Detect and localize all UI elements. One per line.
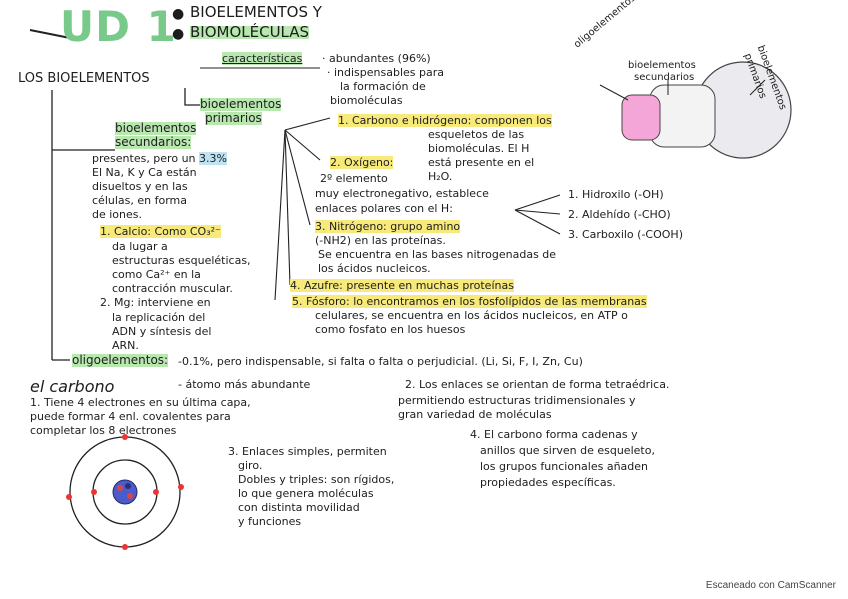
secundarios-label: bioelementos: [115, 121, 197, 135]
carbono-line: Dobles y triples: son rígidos,: [238, 473, 395, 486]
primario-item: esqueletos de las: [428, 128, 525, 141]
primario-item: 4. Azufre: presente en muchas proteínas: [290, 279, 514, 292]
calcio-item: como Ca²⁺ en la: [112, 268, 201, 281]
mg-item: 2. Mg: interviene en: [100, 296, 211, 309]
caracteristicas-line: la formación de: [340, 80, 426, 93]
mg-item: la replicación del: [112, 311, 206, 324]
secundarios-line: células, en forma: [92, 194, 187, 207]
diagram-label-bio: bioelementos: [628, 60, 696, 71]
primario-item: muy electronegativo, establece: [315, 187, 489, 200]
primario-item: celulares, se encuentra en los ácidos nu…: [315, 309, 628, 322]
primario-item: 3. Nitrógeno: grupo amino: [315, 220, 461, 233]
grupo-aldehido: 2. Aldehído (-CHO): [568, 208, 671, 221]
calcio-item: contracción muscular.: [112, 282, 233, 295]
primario-item: como fosfato en los huesos: [315, 323, 466, 336]
primarios-label: bioelementos: [200, 97, 282, 111]
primario-item: los ácidos nucleicos.: [318, 262, 431, 275]
secundarios-line: de iones.: [92, 208, 142, 221]
section-title: LOS BIOELEMENTOS: [18, 71, 150, 86]
carbono-line: completar los 8 electrones: [30, 424, 177, 437]
diagram-label-sec: secundarios: [634, 72, 695, 83]
carbono-line: los grupos funcionales añaden: [480, 460, 649, 473]
caracteristicas-line: · abundantes (96%): [322, 52, 431, 65]
primario-item: está presente en el: [428, 156, 535, 169]
carbono-line: 1. Tiene 4 electrones en su última capa,: [30, 396, 251, 409]
mg-item: ARN.: [112, 339, 139, 352]
primario-item: 5. Fósforo: lo encontramos en los fosfol…: [292, 295, 647, 308]
primario-item: 2. Oxígeno:: [330, 156, 394, 169]
secundarios-line: disueltos y en las: [92, 180, 188, 193]
topic-line-1: BIOELEMENTOS Y: [190, 3, 322, 21]
oligo-label: oligoelementos:: [72, 353, 169, 367]
calcio-item: 1. Calcio: Como CO₃²⁻: [100, 225, 221, 238]
carbono-line: propiedades específicas.: [480, 476, 616, 489]
secundarios-label: secundarios:: [115, 135, 192, 149]
oligo-text: -0.1%, pero indispensable, si falta o fa…: [178, 355, 583, 368]
carbono-line: lo que genera moléculas: [238, 487, 374, 500]
primario-item: (-NH2) en las proteínas.: [315, 234, 446, 247]
secundarios-line: presentes, pero un 3.3%: [92, 152, 227, 165]
bullet-icon: ●: [172, 6, 185, 22]
primario-item: 1. Carbono e hidrógeno: componen los: [338, 114, 552, 127]
primarios-label: primarios: [205, 111, 262, 125]
primario-item: biomoléculas. El H: [428, 142, 530, 155]
carbono-line: y funciones: [238, 515, 302, 528]
calcio-item: da lugar a: [112, 240, 168, 253]
carbono-line: 2. Los enlaces se orientan de forma tetr…: [405, 378, 670, 391]
carbono-line: con distinta movilidad: [238, 501, 360, 514]
grupo-carboxilo: 3. Carboxilo (-COOH): [568, 228, 683, 241]
carbono-title: el carbono: [30, 377, 115, 396]
primario-item: 2º elemento: [320, 172, 388, 185]
carbono-line: 3. Enlaces simples, permiten: [228, 445, 387, 458]
carbono-line: permitiendo estructuras tridimensionales…: [398, 394, 636, 407]
primario-item: Se encuentra en las bases nitrogenadas d…: [318, 248, 557, 261]
carbono-line: giro.: [238, 459, 263, 472]
carbono-line: puede formar 4 enl. covalentes para: [30, 410, 231, 423]
calcio-item: estructuras esqueléticas,: [112, 254, 251, 267]
caracteristicas-label: características: [222, 52, 303, 65]
carbono-line: - átomo más abundante: [178, 378, 311, 391]
caracteristicas-line: biomoléculas: [330, 94, 403, 107]
primario-item: H₂O.: [428, 170, 453, 183]
carbono-line: gran variedad de moléculas: [398, 408, 552, 421]
secundarios-line: El Na, K y Ca están: [92, 166, 197, 179]
carbono-line: anillos que sirven de esqueleto,: [480, 444, 655, 457]
primario-item: enlaces polares con el H:: [315, 202, 453, 215]
scanner-footer: Escaneado con CamScanner: [705, 580, 836, 591]
topic-line-2: BIOMOLÉCULAS: [190, 23, 310, 41]
caracteristicas-line: · indispensables para: [327, 66, 445, 79]
mg-item: ADN y síntesis del: [112, 325, 212, 338]
grupo-hidroxilo: 1. Hidroxilo (-OH): [568, 188, 664, 201]
unit-title: UD 1: [60, 2, 177, 51]
carbono-line: 4. El carbono forma cadenas y: [470, 428, 638, 441]
bullet-icon: ●: [172, 26, 185, 42]
